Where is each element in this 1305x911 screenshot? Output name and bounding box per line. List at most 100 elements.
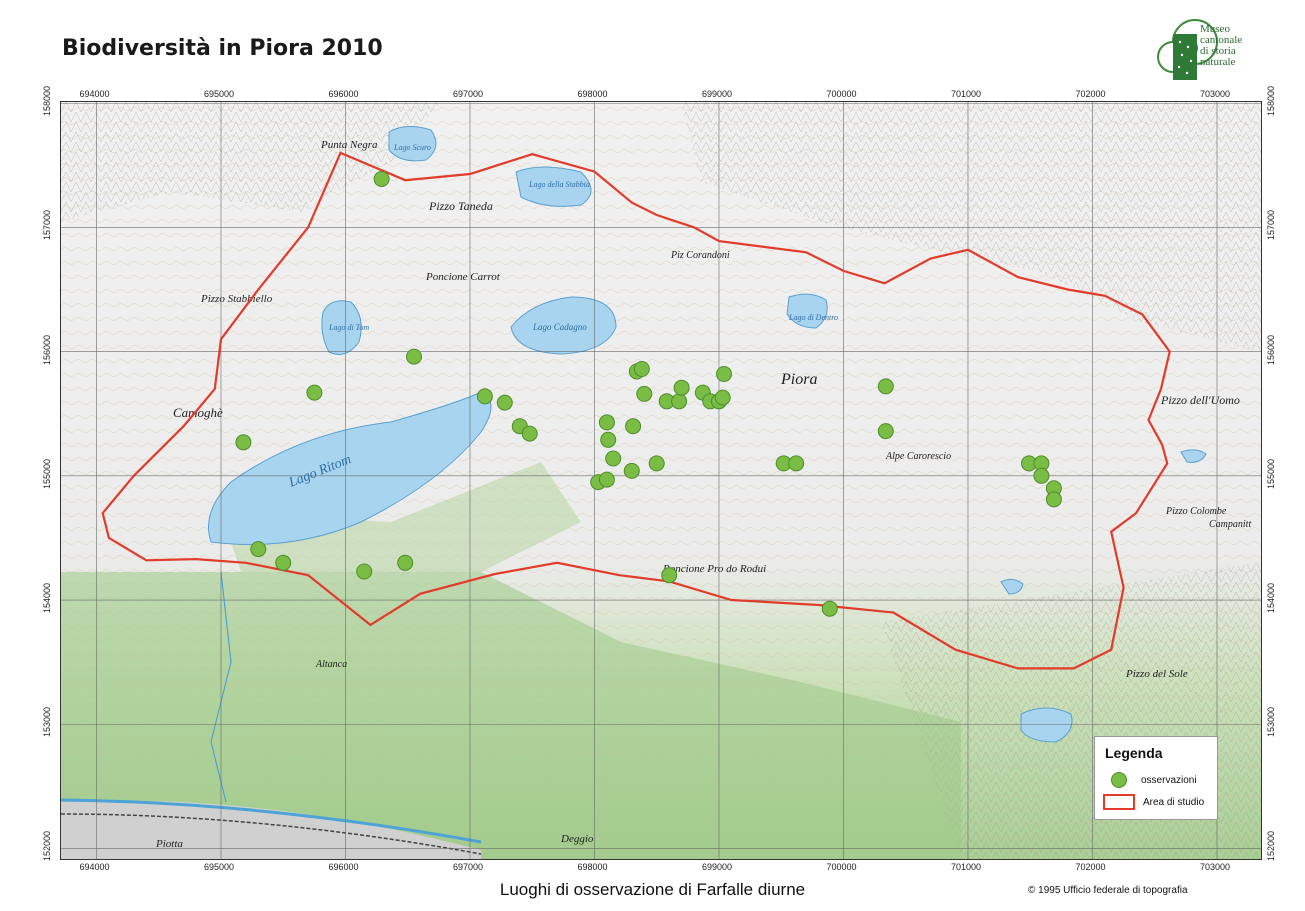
observation-point[interactable] (633, 361, 650, 377)
x-coordinate-label-top: 696000 (328, 89, 359, 99)
observation-point[interactable] (605, 450, 622, 467)
observation-point[interactable] (716, 366, 732, 382)
y-coordinate-label-right: 156000 (1266, 334, 1277, 365)
x-coordinate-label-top: 701000 (950, 89, 982, 99)
red-outline-icon (1103, 794, 1135, 810)
place-label: Alpe Carorescio (885, 451, 951, 462)
x-coordinate-label-bottom: 700000 (826, 862, 857, 872)
x-coordinate-label-top: 702000 (1075, 89, 1106, 99)
green-dot-icon (1111, 772, 1127, 788)
y-coordinate-label-left: 155000 (42, 458, 53, 489)
place-label: Lago della Stabbia (528, 180, 590, 189)
museum-logo (1125, 16, 1275, 88)
lake-stabbia (515, 166, 592, 207)
place-label: Altanca (315, 659, 347, 670)
observation-point[interactable] (521, 425, 538, 442)
observation-point[interactable] (306, 384, 323, 401)
place-label: Pizzo Taneda (428, 199, 493, 213)
observation-point[interactable] (673, 379, 690, 396)
observation-point[interactable] (476, 388, 493, 405)
x-coordinate-label-bottom: 701000 (950, 862, 982, 872)
legend-label: osservazioni (1141, 774, 1197, 786)
logo-text: Museo cantonale di storia naturale (1200, 24, 1242, 68)
place-label: Pizzo Stabbiello (200, 293, 273, 305)
study-area-boundary (101, 151, 1171, 670)
place-label: Lago di Tom (328, 323, 369, 332)
place-label: Punta Negra (320, 139, 378, 151)
lake-small (1180, 449, 1207, 463)
place-label: Lago di Dentro (788, 313, 838, 322)
y-coordinate-label-left: 153000 (42, 707, 53, 738)
observation-point[interactable] (373, 171, 390, 187)
observation-points[interactable] (235, 171, 1062, 617)
y-coordinate-label-right: 154000 (1266, 583, 1277, 614)
observation-point[interactable] (275, 554, 292, 571)
place-label: Pizzo dell'Uomo (1160, 393, 1240, 407)
y-coordinate-label-right: 153000 (1266, 707, 1277, 738)
x-coordinate-label-top: 694000 (79, 89, 110, 99)
observation-point[interactable] (788, 455, 805, 472)
place-label: Lago Cadagno (532, 322, 587, 332)
observation-point[interactable] (496, 394, 513, 411)
observation-point[interactable] (714, 389, 731, 406)
y-coordinate-label-left: 157000 (42, 210, 53, 241)
lake-small (1000, 578, 1024, 595)
legend-title: Legenda (1105, 745, 1163, 761)
y-coordinate-label-right: 157000 (1266, 210, 1277, 241)
place-label: Deggio (560, 833, 594, 845)
observation-point[interactable] (671, 393, 688, 410)
legend: Legenda osservazioni Area di studio (1094, 736, 1218, 820)
x-coordinate-label-bottom: 694000 (79, 862, 110, 872)
observation-point[interactable] (1033, 467, 1050, 484)
observation-point[interactable] (648, 455, 665, 472)
observation-point[interactable] (625, 418, 642, 435)
x-coordinate-label-bottom: 703000 (1199, 862, 1231, 872)
place-label: Poncione Pro do Rodui (662, 563, 766, 575)
observation-point[interactable] (877, 378, 894, 395)
place-label: Piotta (155, 838, 183, 850)
copyright-note: © 1995 Ufficio federale di topografia (1028, 885, 1188, 896)
map-caption: Luoghi di osservazione di Farfalle diurn… (499, 880, 806, 899)
legend-item-observations: osservazioni (1103, 771, 1197, 789)
rock-area (61, 102, 441, 222)
y-coordinate-label-left: 156000 (42, 334, 53, 365)
rock-area (681, 102, 1261, 352)
observation-point[interactable] (397, 554, 414, 571)
place-label: Pizzo del Sole (1125, 668, 1188, 680)
coordinate-grid (61, 102, 1261, 859)
x-coordinate-label-bottom: 697000 (452, 862, 484, 872)
lake-cadagno (510, 296, 617, 355)
page-title: Biodiversità in Piora 2010 (62, 36, 383, 61)
place-label: Pizzo Colombe (1165, 506, 1227, 517)
observation-point[interactable] (661, 567, 678, 584)
y-coordinate-label-left: 152000 (42, 831, 53, 862)
observation-point[interactable] (250, 541, 267, 558)
x-coordinate-label-top: 699000 (701, 89, 733, 99)
valley-floor (61, 800, 481, 859)
observation-point[interactable] (600, 431, 617, 448)
x-coordinate-label-top: 703000 (1199, 89, 1231, 99)
x-coordinate-label-top: 698000 (577, 89, 608, 99)
observation-point[interactable] (636, 385, 653, 402)
place-label: Camoghè (173, 405, 223, 420)
x-coordinate-label-top: 700000 (826, 89, 857, 99)
observation-point[interactable] (598, 471, 615, 488)
observation-point[interactable] (877, 423, 894, 440)
place-label: Campanitt (1209, 519, 1251, 530)
observation-point[interactable] (235, 434, 252, 451)
observation-point[interactable] (623, 462, 640, 479)
observation-point[interactable] (821, 600, 838, 617)
lake-scuro (388, 126, 437, 162)
logo-line: cantonale (1200, 34, 1243, 46)
observation-point[interactable] (1045, 491, 1062, 508)
observation-point[interactable] (356, 563, 373, 580)
lake-dentro (786, 293, 828, 329)
logo-line: Museo (1200, 23, 1230, 35)
observation-point[interactable] (598, 414, 615, 431)
x-coordinate-label-bottom: 695000 (203, 862, 235, 872)
observation-point[interactable] (406, 348, 422, 365)
forest-area (221, 462, 581, 572)
x-coordinate-label-bottom: 702000 (1075, 862, 1106, 872)
